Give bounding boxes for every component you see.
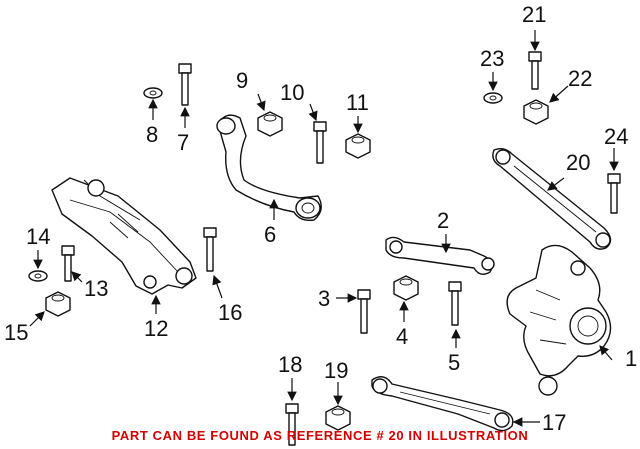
bolt-10 bbox=[313, 121, 327, 164]
long-link-20 bbox=[492, 147, 612, 250]
bolt-18 bbox=[285, 403, 299, 446]
callout-5: 5 bbox=[448, 350, 460, 375]
wheel-carrier-1 bbox=[506, 244, 612, 396]
nut-19 bbox=[325, 405, 351, 431]
callout-18: 18 bbox=[278, 352, 302, 377]
callout-23: 23 bbox=[480, 46, 504, 71]
reference-note: PART CAN BE FOUND AS REFERENCE # 20 IN I… bbox=[111, 428, 529, 443]
callout-10: 10 bbox=[280, 80, 304, 105]
bolt-7 bbox=[178, 63, 192, 106]
washer-8 bbox=[143, 87, 163, 99]
callout-16: 16 bbox=[218, 300, 242, 325]
washer-14 bbox=[28, 270, 48, 282]
bolt-24 bbox=[607, 173, 621, 214]
callout-3: 3 bbox=[318, 286, 330, 311]
bolt-5 bbox=[448, 281, 462, 326]
nut-15 bbox=[45, 291, 71, 317]
nut-9 bbox=[257, 111, 283, 137]
callout-11: 11 bbox=[346, 90, 369, 115]
nut-4 bbox=[393, 275, 419, 301]
callout-24: 24 bbox=[604, 124, 628, 149]
upper-arm-6 bbox=[216, 114, 322, 222]
bolt-13 bbox=[61, 245, 75, 282]
callout-14: 14 bbox=[26, 224, 50, 249]
nut-11 bbox=[345, 133, 371, 159]
callout-2: 2 bbox=[437, 208, 449, 233]
bolt-3 bbox=[357, 289, 371, 334]
callout-13: 13 bbox=[84, 276, 108, 301]
callout-17: 17 bbox=[542, 410, 566, 435]
washer-23 bbox=[483, 92, 503, 104]
callout-21: 21 bbox=[522, 2, 546, 27]
callout-19: 19 bbox=[324, 358, 348, 383]
leader-lines bbox=[29, 30, 619, 427]
link-arm-2 bbox=[385, 236, 495, 275]
nut-22 bbox=[523, 99, 549, 125]
callout-15: 15 bbox=[4, 320, 28, 345]
callout-4: 4 bbox=[396, 324, 408, 349]
callout-1: 1 bbox=[625, 346, 637, 371]
callout-6: 6 bbox=[264, 222, 276, 247]
lower-arm-17 bbox=[371, 376, 514, 432]
callout-8: 8 bbox=[146, 122, 158, 147]
bolt-16 bbox=[203, 227, 217, 272]
trailing-arm-12 bbox=[51, 177, 197, 295]
callout-20: 20 bbox=[566, 150, 590, 175]
callout-7: 7 bbox=[177, 130, 189, 155]
bolt-21 bbox=[528, 51, 542, 90]
callout-12: 12 bbox=[144, 316, 168, 341]
callout-9: 9 bbox=[236, 68, 248, 93]
callout-22: 22 bbox=[568, 66, 592, 91]
